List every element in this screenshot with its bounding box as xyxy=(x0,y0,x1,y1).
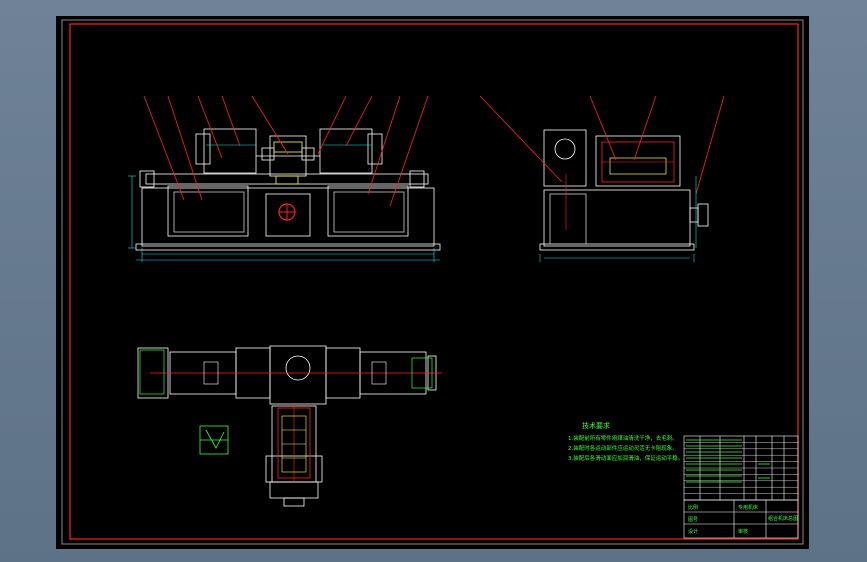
technical-notes: 技术要求 1.装配前所有零件用煤油清洗干净，去毛刺。 2.装配时各运动部件应运动… xyxy=(568,421,683,462)
cad-drawing: 技术要求 1.装配前所有零件用煤油清洗干净，去毛刺。 2.装配时各运动部件应运动… xyxy=(61,19,804,545)
title-cell-1: 专用机床 xyxy=(738,504,758,511)
sheet-outer-border xyxy=(61,19,804,545)
parts-list-rows xyxy=(684,442,798,494)
note-line-2: 2.装配时各运动部件应运动灵活无卡阻现象。 xyxy=(568,444,678,452)
cad-viewport[interactable]: 技术要求 1.装配前所有零件用煤油清洗干净，去毛刺。 2.装配时各运动部件应运动… xyxy=(56,16,809,549)
side-view-accents xyxy=(565,141,675,230)
side-view-leaders xyxy=(479,95,725,195)
title-cell-5: 设计 xyxy=(688,528,698,535)
front-view-leaders xyxy=(143,95,429,207)
title-cell-3: 比例 xyxy=(688,504,698,511)
note-line-1: 1.装配前所有零件用煤油清洗干净，去毛刺。 xyxy=(568,434,678,442)
title-cell-2: 组合机床总图 xyxy=(768,515,798,522)
side-view-dimensions xyxy=(539,176,697,262)
side-view[interactable] xyxy=(539,129,709,251)
title-cell-4: 图号 xyxy=(688,517,698,523)
front-view[interactable] xyxy=(135,128,441,251)
title-cell-6: 审核 xyxy=(738,528,748,535)
front-view-accents xyxy=(206,141,372,221)
note-line-3: 3.装配后各滑动面应加润滑油，保证运动平稳。 xyxy=(568,454,683,462)
parts-list-fills xyxy=(686,439,770,483)
sheet-inner-border xyxy=(69,23,799,540)
front-view-dimensions xyxy=(128,175,440,262)
plan-view-accents xyxy=(139,349,442,482)
title-block[interactable] xyxy=(683,499,799,539)
plan-view[interactable] xyxy=(137,345,437,507)
title-block-text: 专用机床 组合机床总图 比例 图号 设计 审核 xyxy=(688,504,798,535)
detail-view[interactable] xyxy=(199,425,229,455)
notes-title: 技术要求 xyxy=(582,421,610,430)
